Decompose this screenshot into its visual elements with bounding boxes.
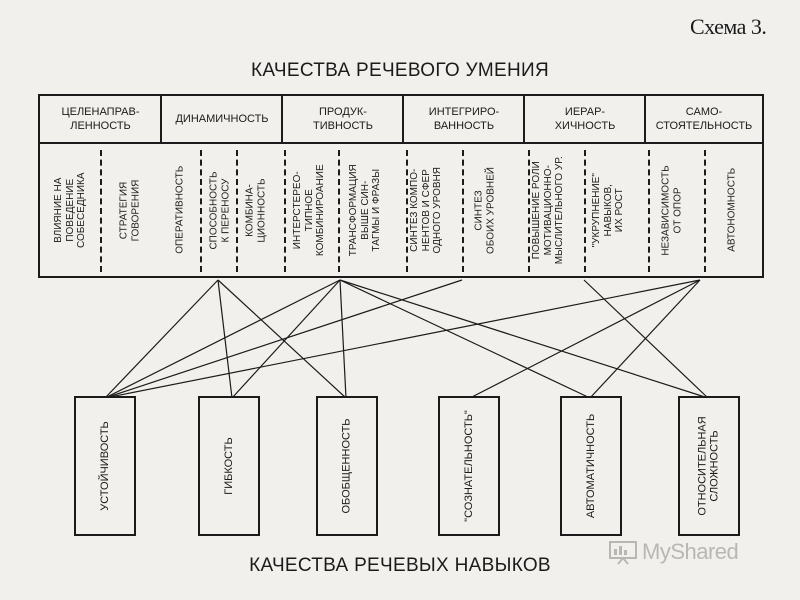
header-integration: ИНТЕГРИРО- ВАННОСТЬ [428, 106, 500, 132]
watermark-text: MyShared [642, 539, 739, 564]
title-speech-skills-qualities: КАЧЕСТВА РЕЧЕВЫХ НАВЫКОВ [249, 555, 551, 576]
skill-box-relative-complexity: ОТНОСИТЕЛЬНАЯ СЛОЖНОСТЬ [678, 396, 740, 536]
header-bottom-rule [40, 142, 762, 144]
connector [104, 279, 341, 399]
item-autonomy: АВТОНОМНОСТЬ [726, 168, 738, 252]
connector [339, 279, 709, 399]
header-divider [160, 96, 162, 142]
connector [104, 279, 219, 399]
skill-box-automaticity: АВТОМАТИЧНОСТЬ [560, 396, 622, 536]
connector [339, 279, 591, 399]
header-hierarchy: ИЕРАР- ХИЧНОСТЬ [554, 106, 616, 132]
column-divider [100, 150, 102, 272]
column-divider [284, 150, 286, 272]
column-divider [462, 150, 464, 272]
column-divider [200, 150, 202, 272]
connector [217, 279, 233, 399]
connector [589, 279, 701, 399]
column-divider [648, 150, 650, 272]
watermark: MyShared [608, 536, 758, 568]
connector [231, 279, 341, 399]
title-speech-ability-qualities: КАЧЕСТВА РЕЧЕВОГО УМЕНИЯ [251, 60, 549, 81]
connector [104, 279, 463, 399]
skill-box-flexibility: ГИБКОСТЬ [198, 396, 260, 536]
scheme-label: Схема 3. [690, 14, 767, 39]
header-independence: САМО- СТОЯТЕЛЬНОСТЬ [655, 106, 753, 132]
column-divider [584, 150, 586, 272]
skill-box-consciousness: "СОЗНАТЕЛЬНОСТЬ" [438, 396, 500, 536]
header-divider [644, 96, 646, 142]
column-divider [236, 150, 238, 272]
header-purposefulness: ЦЕЛЕНАПРАВ- ЛЕННОСТЬ [61, 106, 140, 132]
connector [469, 279, 701, 399]
skill-box-generalization: ОБОБЩЕННОСТЬ [316, 396, 378, 536]
presentation-icon [609, 541, 637, 565]
header-divider [281, 96, 283, 142]
skill-box-stability: УСТОЙЧИВОСТЬ [74, 396, 136, 536]
column-divider [704, 150, 706, 272]
connector [339, 279, 347, 399]
header-productivity: ПРОДУК- ТИВНОСТЬ [313, 106, 373, 132]
speech-ability-table [38, 94, 764, 278]
header-divider [523, 96, 525, 142]
header-dynamism: ДИНАМИЧНОСТЬ [175, 113, 269, 125]
connector [583, 279, 709, 399]
column-divider [528, 150, 530, 272]
connector [104, 279, 701, 399]
column-divider [406, 150, 408, 272]
header-divider [402, 96, 404, 142]
column-divider [338, 150, 340, 272]
